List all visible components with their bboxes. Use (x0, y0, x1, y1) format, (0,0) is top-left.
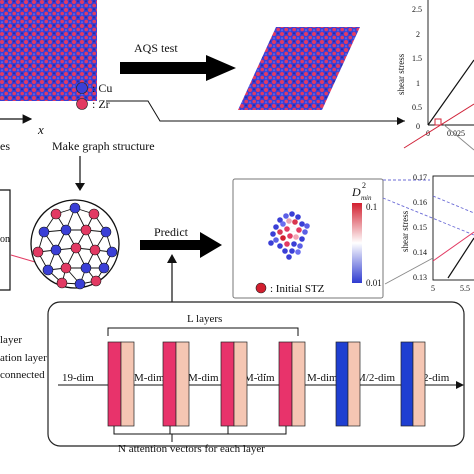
predict-arrow (140, 232, 222, 258)
top-chart-curve (427, 59, 474, 126)
sheared-configuration-image (238, 27, 360, 110)
ytick-bottom-3: 0.14 (413, 248, 427, 257)
bottom-chart-curve (447, 237, 474, 279)
bottom-chart-blue-dash (432, 195, 474, 214)
layer-block-1 (107, 341, 135, 427)
graph-structure (30, 199, 120, 290)
make-graph-arrow (75, 156, 85, 191)
prediction-panel: D 2 min 0.1 0.01 : Initial STZ (232, 178, 384, 299)
ytick-top-4: 0.5 (412, 103, 422, 112)
cut-label-es: es (0, 139, 10, 153)
zr-legend-label: : Zr (92, 97, 110, 111)
make-graph-label: Make graph structure (52, 139, 155, 153)
colorbar-max-label: 0.1 (366, 202, 377, 212)
cu-legend-label: : Cu (92, 81, 112, 95)
layer-block-4 (278, 341, 306, 427)
ytick-top-0: 2.5 (412, 5, 422, 14)
net-label-m2: M-dim (188, 372, 219, 384)
bottom-chart-yticks: 0.17 0.16 0.15 0.14 0.13 (413, 173, 427, 282)
layer-block-3 (220, 341, 248, 427)
net-label-m2dim: M/2-dim (356, 372, 396, 384)
ytick-top-5: 0 (416, 122, 420, 131)
net-label-output: 2-dim (423, 372, 450, 384)
svg-text:2: 2 (362, 181, 366, 190)
dense-block-1 (335, 341, 361, 427)
cut-label-layer-2: ation layer (0, 352, 47, 364)
bottom-chart-red-line (432, 231, 474, 262)
initial-stz-label: : Initial STZ (270, 283, 325, 295)
colorbar-min-label: 0.01 (366, 278, 382, 288)
predict-label: Predict (154, 225, 189, 239)
cut-label-layer-3: connected (0, 369, 45, 381)
ytick-bottom-1: 0.16 (413, 198, 427, 207)
ytick-top-2: 1.5 (412, 54, 422, 63)
bottom-chart-ylabel: shear stress (400, 210, 410, 252)
net-label-m1: M-dim (134, 372, 165, 384)
colorbar (352, 203, 362, 283)
cut-label-on: on (0, 234, 10, 245)
stz-cluster (268, 211, 310, 260)
xtick-top-1: 0.025 (447, 129, 465, 138)
network-panel: L layers 19-dim M-dim M-dim M-dim ··· M-… (47, 301, 465, 455)
cut-label-layer-1: layer (0, 334, 22, 346)
xtick-bottom-0: 5 (431, 284, 435, 293)
ytick-bottom-2: 0.15 (413, 223, 427, 232)
initial-stz-marker (255, 282, 267, 294)
dense-block-2 (400, 341, 426, 427)
attention-brackets (113, 426, 287, 442)
xtick-bottom-1: 5.5 (460, 284, 470, 293)
bottom-chart-grey-line (384, 257, 434, 285)
ytick-top-3: 1 (416, 79, 420, 88)
net-label-m3: M-dim (244, 372, 275, 384)
top-chart-marker (434, 118, 442, 126)
aqs-test-label: AQS test (134, 41, 178, 55)
top-chart-yticks: 2.5 2 1.5 1 0.5 0 (412, 5, 422, 131)
cu-legend-marker (76, 82, 88, 94)
connector-to-top-chart (106, 100, 405, 125)
net-label-input: 19-dim (62, 372, 94, 384)
attention-vectors-label: N attention vectors for each layer (118, 443, 265, 455)
svg-text:D: D (351, 185, 361, 199)
top-chart-grey-line (442, 123, 474, 151)
ytick-bottom-4: 0.13 (413, 273, 427, 282)
left-bracket (0, 189, 11, 291)
bracket-pointer (10, 254, 36, 263)
aqs-arrow (120, 55, 236, 81)
top-chart-red-line (403, 103, 474, 149)
ytick-top-1: 2 (416, 30, 420, 39)
net-label-m4: M-dim (307, 372, 338, 384)
stress-strain-chart-top: shear stress 2.5 2 1.5 1 0.5 0 0 0.025 (396, 0, 474, 151)
ytick-bottom-0: 0.17 (413, 173, 427, 182)
l-layers-brace (107, 327, 299, 336)
stress-strain-chart-bottom: shear stress 0.17 0.16 0.15 0.14 0.13 5 … (384, 173, 474, 293)
layer-block-2 (162, 341, 190, 427)
zoom-lines (382, 179, 474, 236)
x-axis-label: x (37, 122, 44, 137)
net-label-ellipsis: ··· (256, 369, 267, 381)
svg-text:min: min (361, 194, 372, 202)
l-layers-label: L layers (187, 313, 222, 325)
zr-legend-marker (76, 98, 88, 110)
colorbar-title: D 2 min (351, 181, 372, 202)
top-chart-ylabel: shear stress (396, 53, 406, 95)
